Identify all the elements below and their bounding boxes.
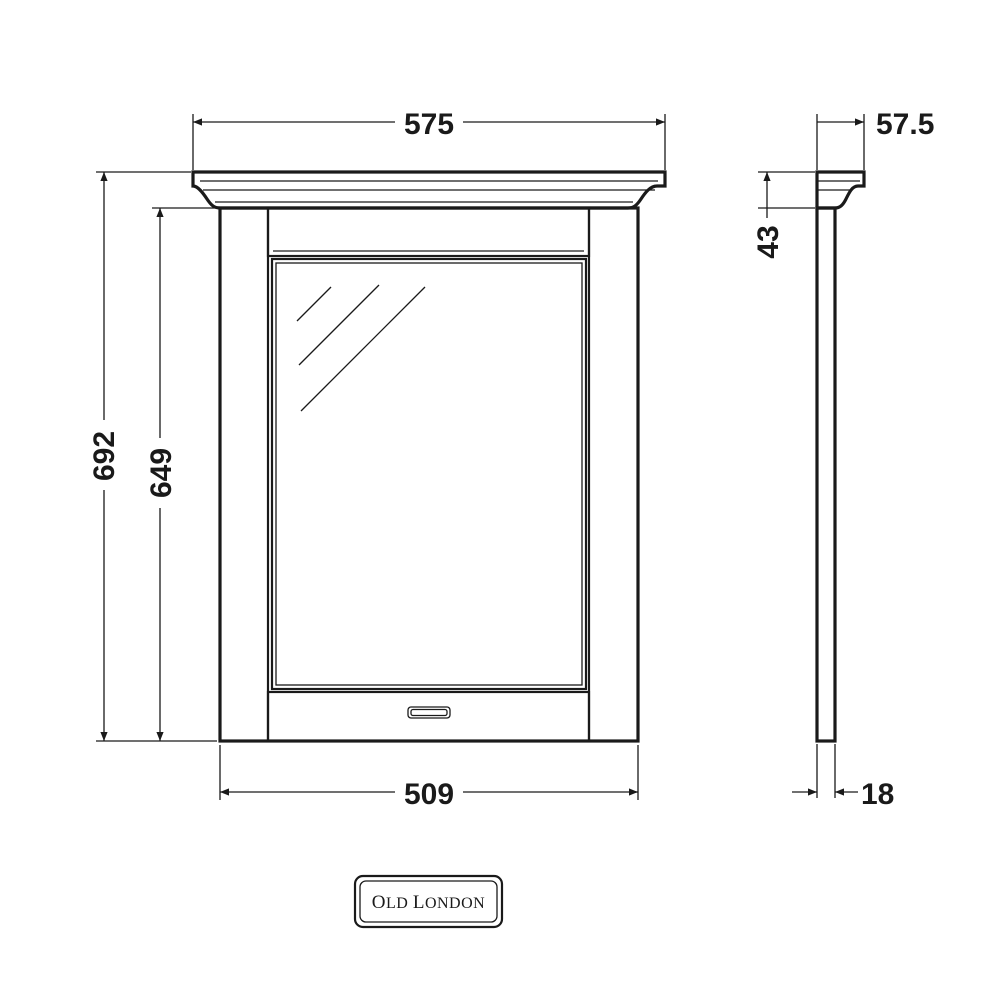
dim-frame-height-label: 649 [145, 448, 178, 498]
dim-cornice-depth-label: 57.5 [876, 108, 934, 141]
front-frame-outer [218, 206, 640, 743]
logo-text: OLD LONDON [372, 892, 485, 913]
dim-frame-width-label: 509 [404, 778, 454, 811]
old-london-logo: OLD LONDON [353, 874, 504, 929]
dim-overall-height-label: 692 [88, 431, 121, 481]
dimensions: 575 509 692 649 [88, 108, 934, 811]
bottom-rail [266, 690, 591, 743]
dim-cornice-height: 43 [752, 171, 815, 259]
dim-frame-depth-label: 18 [861, 778, 894, 811]
dim-frame-height: 649 [145, 207, 218, 741]
dim-overall-height: 692 [88, 171, 217, 742]
front-badge [407, 706, 451, 719]
dim-frame-depth: 18 [792, 744, 894, 811]
dim-overall-width: 575 [192, 108, 666, 170]
front-view [191, 170, 667, 743]
dim-frame-width: 509 [219, 745, 639, 811]
dim-cornice-height-label: 43 [752, 225, 785, 258]
dim-overall-width-label: 575 [404, 108, 454, 141]
side-view [815, 170, 866, 743]
mirror-glass [270, 257, 588, 691]
side-cornice [815, 170, 866, 210]
glass-reflection-lines [296, 284, 426, 412]
top-rail [266, 206, 591, 258]
dim-cornice-depth: 57.5 [816, 108, 934, 170]
side-frame [815, 206, 837, 743]
front-cornice [191, 170, 667, 210]
